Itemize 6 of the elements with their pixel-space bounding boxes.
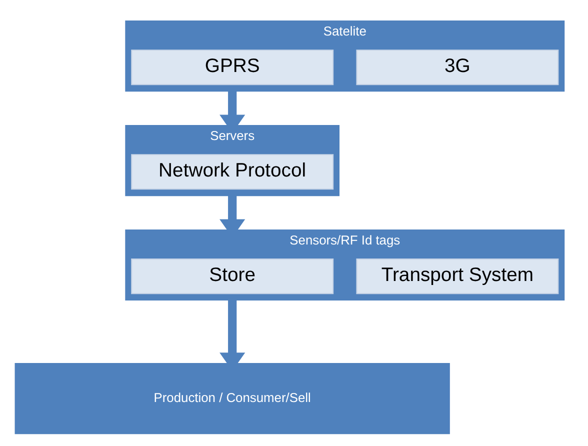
node-box: 3G — [356, 50, 559, 86]
node-box: Production / Consumer/Sell — [14, 363, 450, 434]
node-box: Store — [131, 258, 334, 294]
node-box: Transport System — [356, 258, 559, 294]
node-box: Network Protocol — [131, 154, 334, 190]
node-box: GPRS — [131, 50, 334, 86]
